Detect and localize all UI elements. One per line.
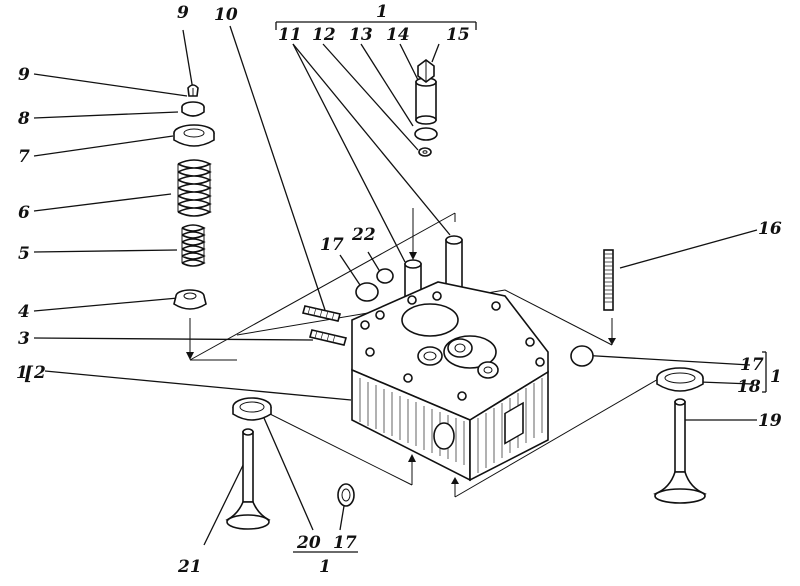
dowel-3	[309, 329, 347, 346]
label-13: 13	[349, 25, 373, 45]
outer-valve-spring-6	[177, 159, 212, 217]
plug-22	[376, 268, 394, 284]
assembly-arrows	[186, 208, 661, 498]
label-4: 4	[18, 302, 30, 322]
seal-ring-13	[414, 127, 438, 141]
label-2: 2	[33, 363, 46, 383]
spring-seat-4	[173, 289, 207, 310]
washer-12	[418, 147, 432, 157]
label-20: 20	[296, 533, 321, 553]
label-1-top: 1	[376, 2, 388, 22]
label-16: 16	[758, 219, 782, 239]
valve-spring-retainer-8	[181, 101, 205, 117]
label-1-bottom: 1	[319, 557, 331, 577]
label-8: 8	[17, 109, 30, 129]
label-12: 12	[312, 25, 336, 45]
label-9-left: 9	[18, 65, 30, 85]
seat-insert-17-bottom	[337, 483, 355, 507]
label-6: 6	[18, 203, 30, 223]
label-15: 15	[446, 25, 470, 45]
stud-11a	[445, 235, 463, 297]
label-1-left: 1	[16, 363, 28, 383]
label-5: 5	[18, 244, 30, 264]
label-11: 11	[278, 25, 302, 45]
label-22: 22	[351, 225, 376, 245]
label-19: 19	[758, 411, 782, 431]
arrow-head-icon	[409, 252, 417, 260]
label-18: 18	[737, 377, 761, 397]
plug-17-left	[355, 282, 379, 302]
arrow-head-icon	[408, 454, 416, 462]
plug-17-right	[570, 345, 594, 367]
exhaust-valve-21	[225, 397, 272, 530]
part-labels: 1 9 10 11 12 13 14 15 9 8 7 6 5 4 3 1 [ …	[16, 2, 782, 577]
arrow-head-icon	[608, 338, 616, 345]
spring-cap-7	[173, 124, 215, 147]
label-14: 14	[386, 25, 410, 45]
stud-16	[603, 249, 614, 311]
label-9-top: 9	[177, 3, 189, 23]
label-17-right: 17	[740, 355, 764, 375]
arrow-head-icon	[186, 352, 194, 360]
label-1-right: 1	[770, 367, 782, 387]
inner-valve-spring-5	[181, 224, 206, 267]
label-17-bottom: 17	[333, 533, 357, 553]
arrow-head-icon	[451, 477, 459, 484]
label-10: 10	[214, 5, 238, 25]
nut-15	[417, 59, 435, 83]
label-17-left: 17	[320, 235, 344, 255]
bracket-left-icon: [	[24, 363, 34, 385]
dowel-10	[301, 305, 342, 322]
intake-valve-19	[653, 367, 707, 504]
label-3: 3	[18, 329, 30, 349]
leader-lines	[33, 21, 767, 553]
label-7: 7	[18, 147, 30, 167]
injector-sleeve-14	[415, 77, 437, 125]
label-21: 21	[177, 557, 202, 577]
valve-cotter-9	[187, 84, 199, 97]
cylinder-head-body-2	[351, 281, 549, 482]
